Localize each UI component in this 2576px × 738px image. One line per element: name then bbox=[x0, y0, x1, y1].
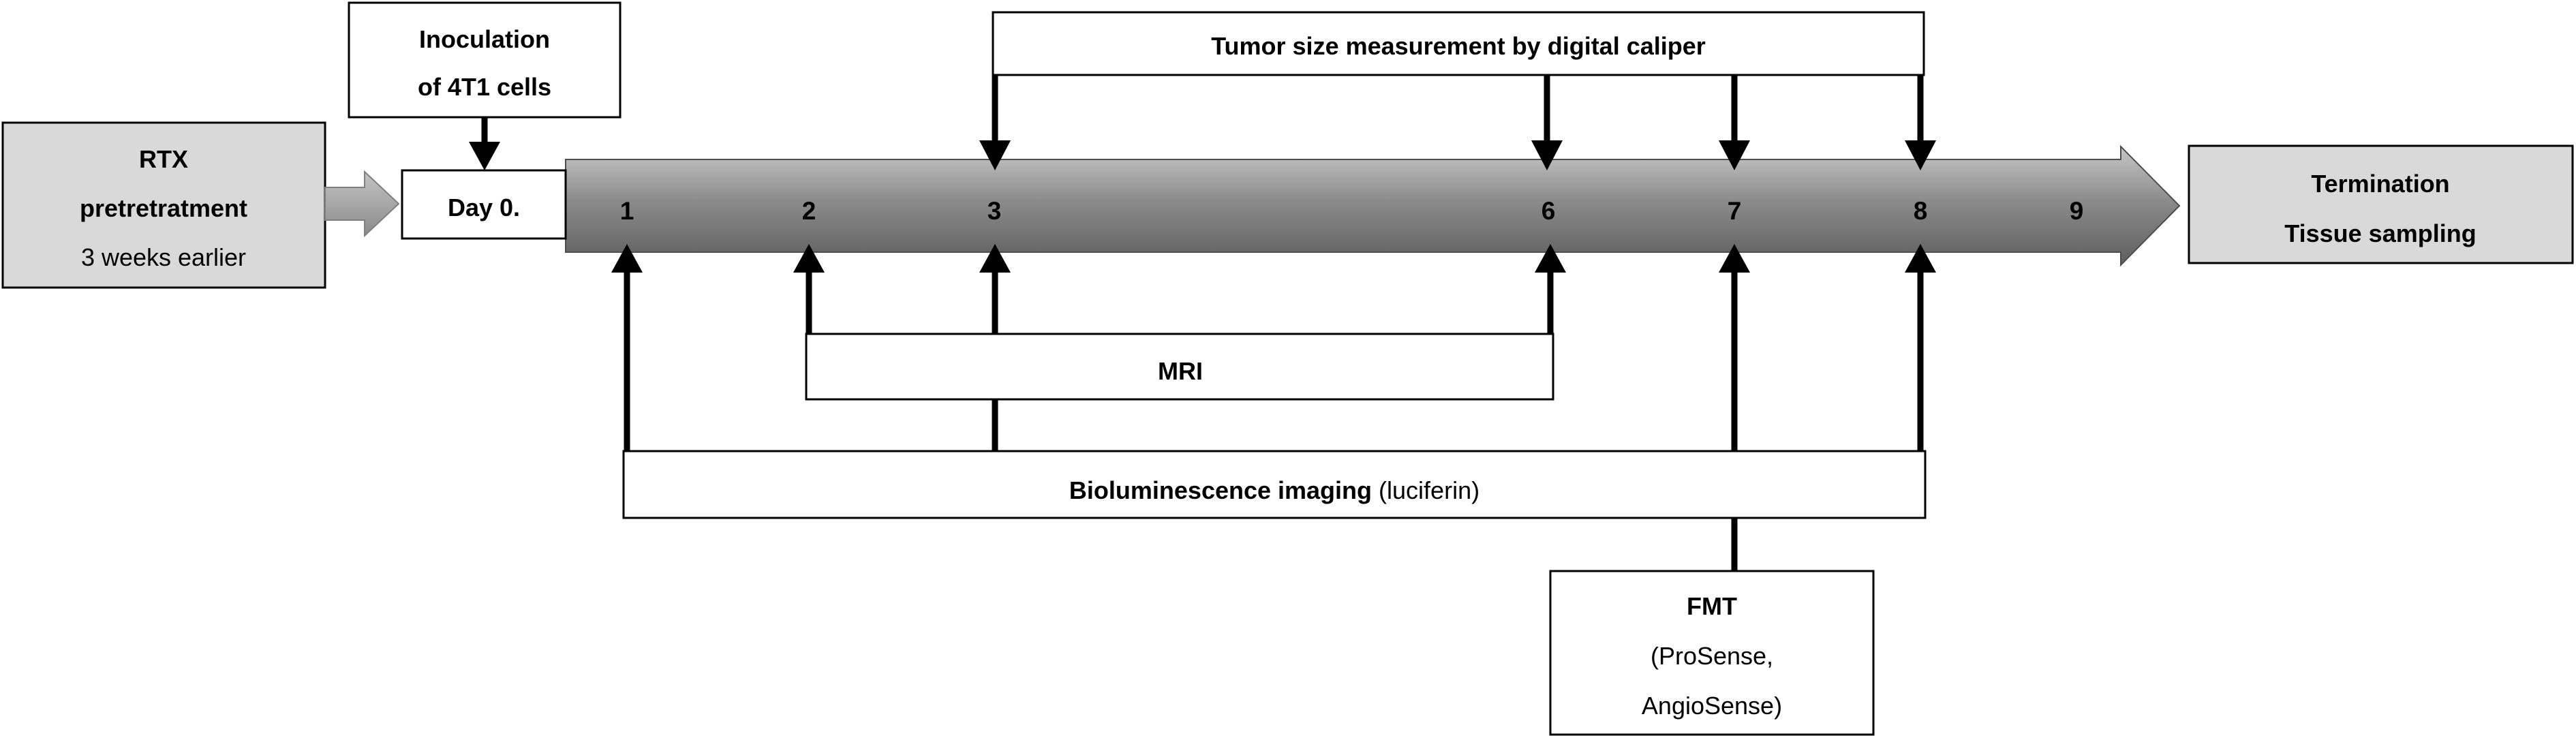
bli-label-bold: Bioluminescence imaging bbox=[1069, 476, 1372, 504]
caliper-arrows bbox=[979, 75, 1936, 170]
day-label-8: 8 bbox=[1914, 197, 1928, 225]
termination-box bbox=[2188, 144, 2574, 264]
bli-label-normal: (luciferin) bbox=[1372, 476, 1479, 504]
pretreatment-subtitle: pretretratment bbox=[80, 194, 247, 222]
bli-arrow-day7-head bbox=[1719, 244, 1750, 273]
fmt-title: FMT bbox=[1687, 592, 1737, 620]
day-label-9: 9 bbox=[2070, 197, 2084, 225]
caliper-box bbox=[992, 11, 1925, 76]
caliper-arrow-day7-head bbox=[1719, 140, 1750, 170]
inoculation-box bbox=[348, 1, 622, 119]
inoculation-line1: Inoculation bbox=[419, 25, 550, 53]
pretreatment-note: 3 weeks earlier bbox=[81, 243, 246, 271]
day-label-7: 7 bbox=[1728, 197, 1742, 225]
day0-label: Day 0. bbox=[448, 194, 520, 221]
bli-box bbox=[622, 450, 1927, 519]
pretreatment-title: RTX bbox=[139, 145, 188, 173]
timeline-arrow bbox=[565, 144, 2181, 267]
mri-arrows bbox=[793, 244, 1566, 334]
caliper-arrow-day3-head bbox=[979, 140, 1011, 170]
mri-arrow-day3-head bbox=[979, 244, 1011, 273]
inoculation-line2: of 4T1 cells bbox=[418, 73, 551, 101]
bli-arrow-day1-head bbox=[611, 244, 643, 273]
inoculation-arrow-head bbox=[469, 142, 500, 170]
fmt-line2: (ProSense, bbox=[1651, 642, 1773, 670]
pretreatment-box bbox=[1, 121, 326, 289]
caliper-arrow-day8-head bbox=[1905, 140, 1936, 170]
termination-line1: Termination bbox=[2311, 170, 2449, 198]
bli-label: Bioluminescence imaging (luciferin) bbox=[1069, 476, 1479, 504]
termination-line2: Tissue sampling bbox=[2284, 219, 2476, 247]
day-label-3: 3 bbox=[987, 197, 1002, 225]
mri-box bbox=[805, 333, 1554, 401]
mri-label: MRI bbox=[1158, 357, 1203, 385]
day-label-1: 1 bbox=[620, 197, 634, 225]
day0-box bbox=[401, 169, 567, 240]
fmt-box bbox=[1549, 570, 1875, 736]
bli-arrows bbox=[611, 244, 1936, 451]
fmt-line3: AngioSense) bbox=[1642, 692, 1782, 720]
mri-arrow-day2-head bbox=[793, 244, 825, 273]
mri-arrow-day6-head bbox=[1535, 244, 1566, 273]
day-label-6: 6 bbox=[1542, 197, 1556, 225]
caliper-label: Tumor size measurement by digital calipe… bbox=[1211, 32, 1706, 60]
bli-arrow-day8-head bbox=[1905, 244, 1936, 273]
pretreatment-arrow bbox=[324, 170, 400, 238]
caliper-arrow-day6-head bbox=[1531, 140, 1563, 170]
day-label-2: 2 bbox=[802, 197, 816, 225]
